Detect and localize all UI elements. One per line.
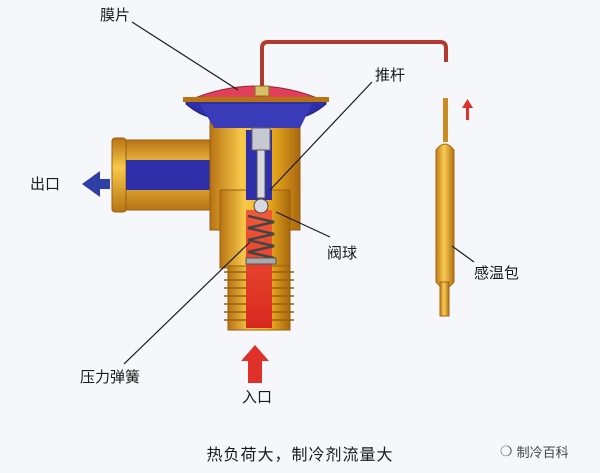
label-diaphragm: 膜片 [100, 6, 131, 24]
leader-lines [123, 21, 475, 365]
watermark-text: 制冷百科 [516, 446, 569, 461]
sensing-bulb [435, 98, 455, 317]
label-sensing-bulb: 感温包 [474, 264, 520, 282]
label-inlet: 入口 [242, 388, 273, 406]
pressure-spring [247, 214, 275, 260]
watermark: ❍ 制冷百科 [500, 442, 569, 462]
push-rod [251, 127, 271, 199]
wechat-icon: ❍ [500, 443, 513, 460]
inlet-arrow-icon [241, 345, 269, 383]
capillary-tube [260, 40, 448, 92]
label-pressure-spring: 压力弹簧 [80, 368, 141, 386]
label-push-rod: 推杆 [375, 66, 406, 84]
label-valve-ball: 阀球 [327, 244, 358, 262]
valve-ball [253, 198, 269, 214]
label-outlet: 出口 [30, 175, 61, 193]
caption: 热负荷大，制冷剂流量大 [206, 445, 394, 464]
small-up-arrow-icon [462, 99, 473, 120]
diaphragm-housing [183, 85, 329, 128]
outlet-arrow-icon [82, 171, 110, 197]
